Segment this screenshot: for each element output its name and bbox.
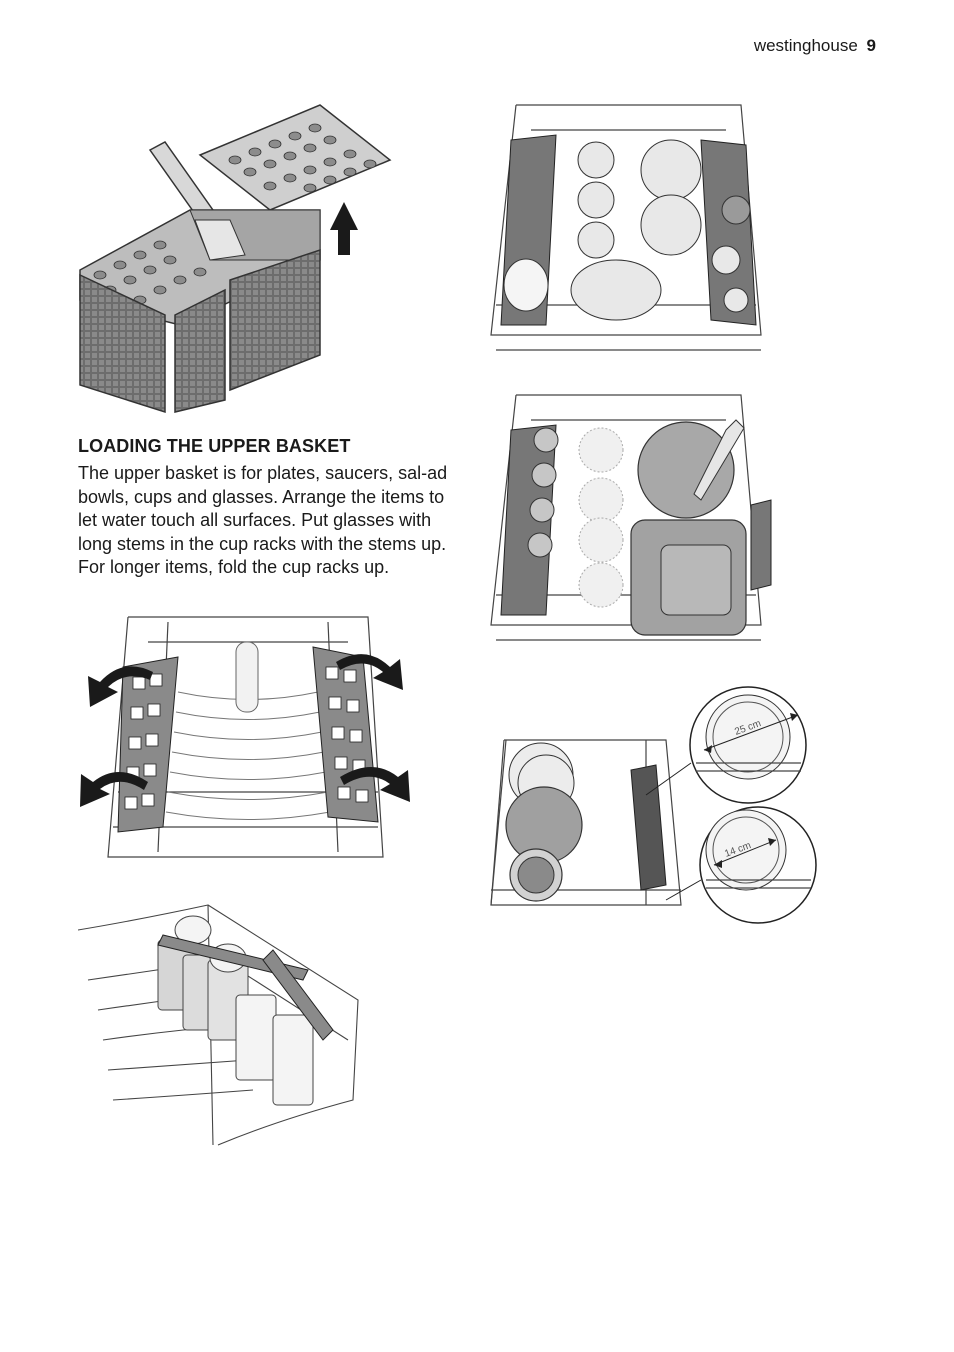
- upper-basket-cup-racks-illustration: [80, 616, 410, 858]
- page-header: westinghouse 9: [754, 36, 876, 56]
- glasses-in-cup-rack-illustration: [78, 904, 359, 1146]
- section-title: LOADING THE UPPER BASKET: [78, 436, 351, 456]
- upper-basket-loaded-plates-illustration: [490, 104, 762, 351]
- cutlery-basket-illustration: [79, 104, 392, 414]
- basket-height-adjustment-illustration: 25 cm 14 cm: [490, 686, 817, 924]
- upper-basket-large-items-illustration: [490, 394, 772, 641]
- brand-name: westinghouse: [753, 36, 858, 55]
- page-number: 9: [866, 36, 876, 55]
- section-body: The upper basket is for plates, saucers,…: [78, 463, 448, 577]
